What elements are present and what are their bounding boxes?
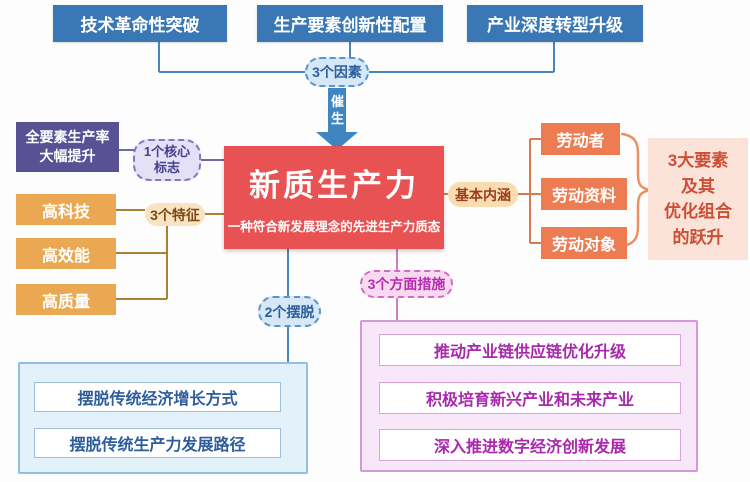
core-sign-pill-line1: 1个核心 [143, 143, 191, 159]
labor-box-2: 劳动资料 [541, 178, 627, 210]
measures-panel: 推动产业链供应链优化升级 积极培育新兴产业和未来产业 深入推进数字经济创新发展 [360, 320, 698, 472]
features-pill: 3个特征 [145, 203, 205, 226]
core-sign-box: 全要素生产率大幅提升 [16, 122, 119, 172]
summary-line2: 及其 [681, 176, 715, 196]
feature-box-2: 高效能 [16, 238, 116, 269]
summary-line1: 3大要素 [667, 151, 729, 170]
top-factor-box-1: 技术革命性突破 [53, 5, 227, 42]
main-title: 新质生产力 [249, 168, 419, 203]
top-factor-box-3: 产业深度转型升级 [467, 5, 643, 42]
labor-box-3: 劳动对象 [541, 227, 627, 259]
measure-item-2: 积极培育新兴产业和未来产业 [379, 382, 681, 414]
catalyze-arrow-label: 催生 [330, 94, 344, 126]
core-sign-pill: 1个核心 标志 [133, 139, 201, 181]
top-factor-box-2: 生产要素创新性配置 [257, 5, 443, 42]
feature-box-3: 高质量 [16, 284, 116, 315]
feature-box-1: 高科技 [16, 194, 116, 225]
summary-line3: 优化组合 [664, 202, 732, 221]
factors-pill: 3个因素 [305, 57, 369, 87]
labor-box-1: 劳动者 [541, 123, 620, 155]
summary-line4: 的跃升 [672, 227, 724, 247]
elements-summary-box: 3大要素 及其 优化组合 的跃升 [648, 138, 748, 260]
breakaway-pill: 2个摆脱 [258, 296, 321, 327]
measures-pill: 3个方面措施 [360, 270, 453, 298]
down-arrow-icon [316, 88, 358, 150]
connotation-pill: 基本内涵 [448, 182, 518, 207]
breakaway-item-1: 摆脱传统经济增长方式 [34, 382, 281, 412]
core-sign-pill-line2: 标志 [153, 160, 180, 175]
main-subtitle: 一种符合新发展理念的先进生产力质态 [227, 220, 441, 234]
measure-item-1: 推动产业链供应链优化升级 [379, 334, 681, 366]
main-topic-box: 新质生产力 一种符合新发展理念的先进生产力质态 [224, 146, 444, 249]
measure-item-3: 深入推进数字经济创新发展 [379, 429, 681, 461]
breakaway-item-2: 摆脱传统生产力发展路径 [34, 428, 281, 458]
breakaway-panel: 摆脱传统经济增长方式 摆脱传统生产力发展路径 [18, 362, 308, 474]
